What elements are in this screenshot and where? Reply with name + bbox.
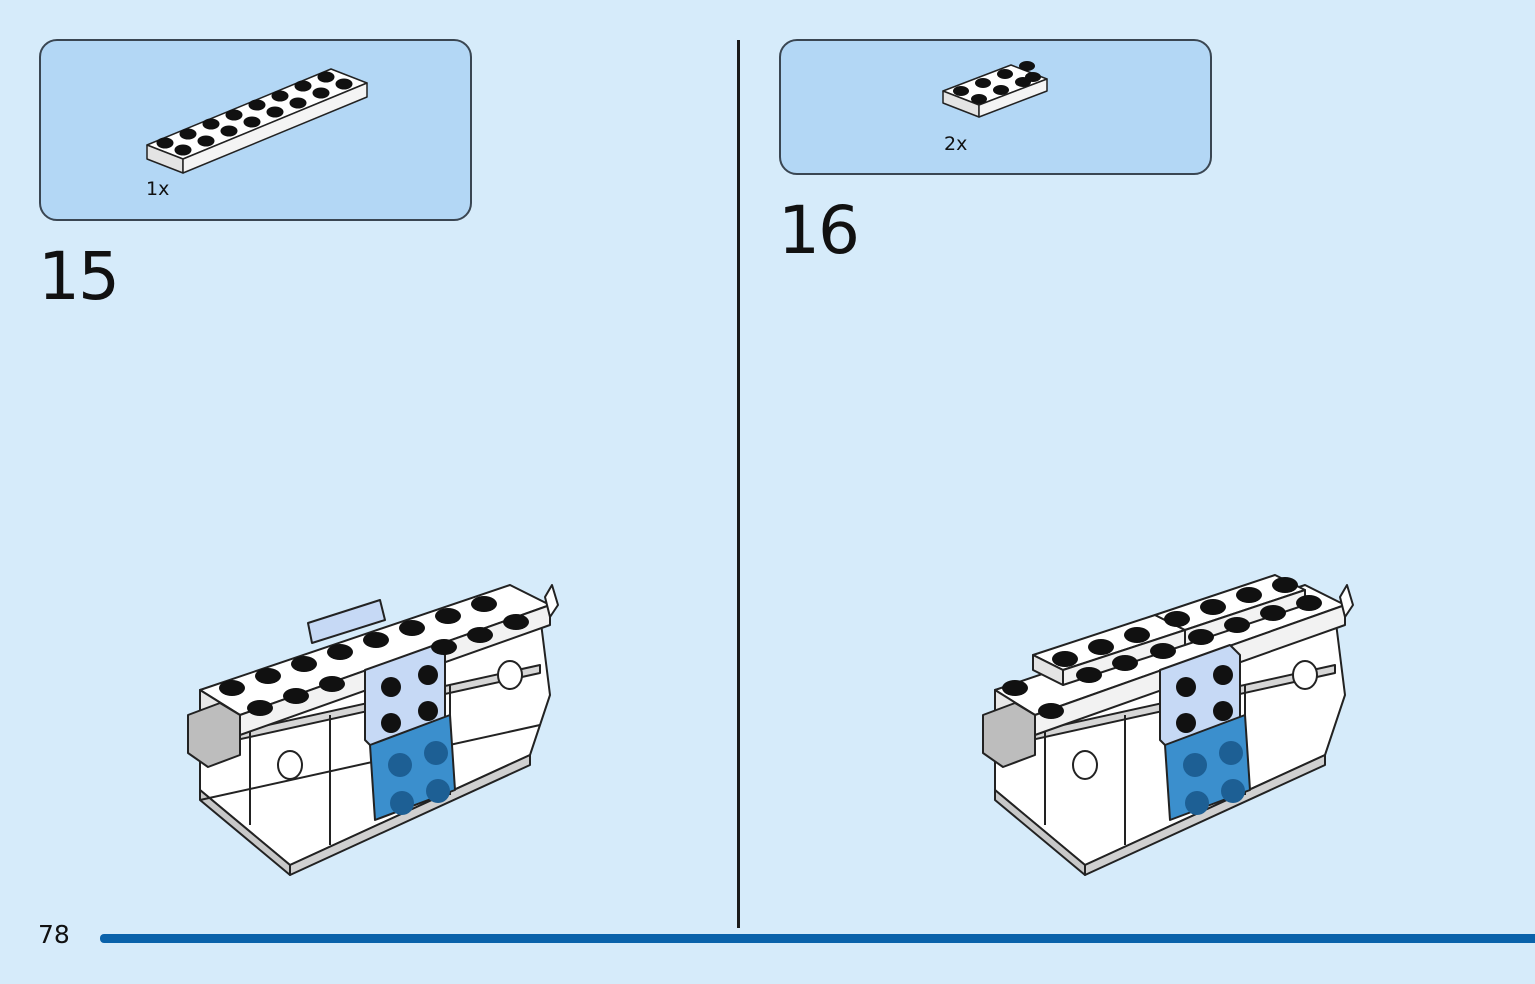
step-number: 15 (38, 238, 120, 315)
white-plate-2x4-icon (942, 61, 1048, 118)
step-number: 16 (778, 192, 860, 269)
model-illustration-step-16 (982, 574, 1354, 876)
page-number: 78 (38, 920, 70, 949)
parts-box-step-15: 1x (39, 39, 472, 221)
white-plate-2x8-icon (146, 68, 368, 174)
parts-box-step-16: 2x (779, 39, 1212, 175)
page-divider (737, 40, 740, 928)
part-quantity: 1x (146, 178, 170, 200)
footer-bar (100, 934, 1535, 943)
model-illustration-step-15 (187, 584, 559, 876)
part-quantity: 2x (944, 133, 968, 155)
